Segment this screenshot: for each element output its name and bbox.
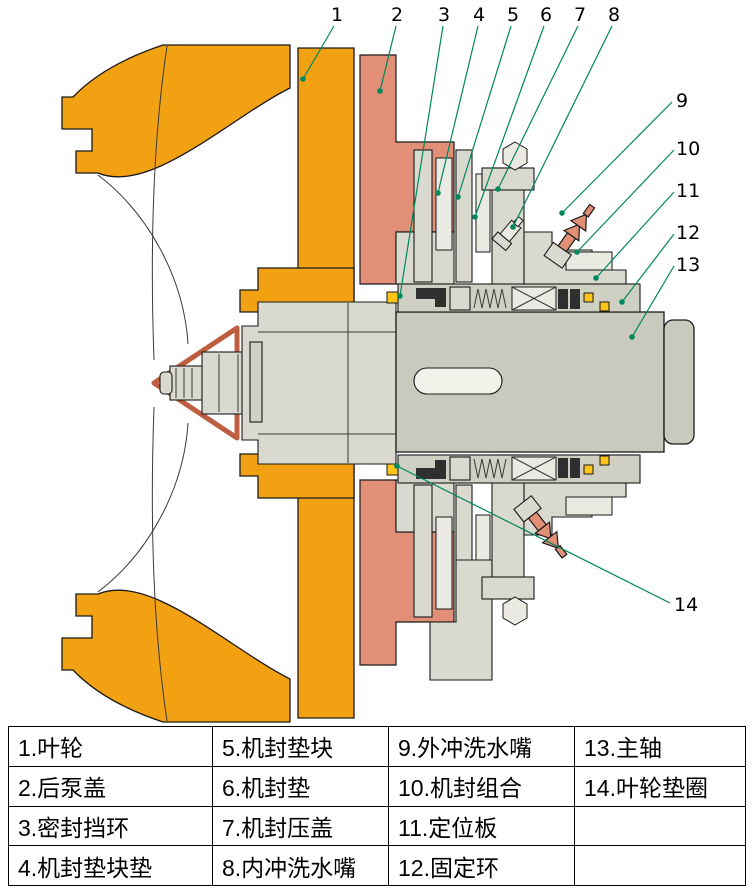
gland-flange-bottom: [481, 576, 535, 600]
seal-seat-top: [449, 286, 471, 311]
parts-legend-table: 1.叶轮 5.机封垫块 9.外冲洗水嘴 13.主轴 2.后泵盖 6.机封垫 10…: [8, 726, 746, 886]
nozzle-barb: [569, 213, 588, 233]
oring-top: [583, 292, 594, 303]
callout-5: 5: [507, 4, 519, 26]
legend-row: 2.后泵盖 6.机封垫 10.机封组合 14.叶轮垫圈: [8, 765, 746, 807]
casing-inner-wall-line: [151, 45, 168, 361]
legend-cell: 2.后泵盖: [8, 765, 213, 807]
callout-8: 8: [608, 4, 620, 26]
seal-retainer-gasket: [386, 291, 399, 304]
main-shaft: [395, 311, 695, 453]
legend-cell: 7.机封压盖: [212, 805, 389, 847]
callout-6: 6: [540, 4, 552, 26]
callout-9: 9: [676, 90, 688, 112]
oring-top: [599, 301, 610, 312]
legend-cell: 8.内冲洗水嘴: [212, 845, 389, 886]
casing-inner-wall-line: [97, 174, 189, 345]
legend-cell: 12.固定环: [388, 845, 575, 886]
shaft-thread-stub: [169, 365, 205, 401]
hatch-line: [511, 456, 557, 481]
callout-numbers: 1 2 3 4 5 6 7 8 9 10 11 12 13 14: [331, 4, 700, 616]
legend-row: 1.叶轮 5.机封垫块 9.外冲洗水嘴 13.主轴: [8, 726, 746, 767]
nozzle-barb: [533, 521, 552, 540]
callout-11: 11: [676, 180, 700, 202]
leader-lines: [300, 25, 675, 604]
nozzle-tip: [582, 203, 596, 218]
gland-flange-top: [481, 167, 535, 191]
seal-pad-gasket-b: [413, 484, 433, 618]
seal-spring-bottom: [473, 458, 507, 479]
impeller-hub-top: [239, 267, 355, 313]
mech-seal-assembly-top: [386, 283, 641, 313]
casing-top-wing: [61, 44, 291, 178]
shaft-tip: [159, 371, 173, 395]
gland-bolt-top: [502, 141, 528, 171]
casing-bottom-wing: [61, 589, 291, 723]
callout-14: 14: [674, 594, 698, 616]
hub-block: [241, 301, 397, 465]
callout-1: 1: [331, 4, 343, 26]
seal-pad-gasket: [413, 149, 433, 283]
pump-casing: [61, 44, 291, 723]
impeller-nose: [151, 325, 255, 441]
seal-ring-top: [416, 288, 446, 307]
shaft-hub: [241, 301, 397, 465]
hatch-line: [511, 286, 557, 311]
nozzle-barb: [541, 530, 560, 550]
lower-flush-nozzle: [513, 494, 568, 559]
positioning-plate-bottom: [565, 496, 613, 516]
legend-cell: 9.外冲洗水嘴: [388, 726, 575, 767]
seal-pad-b: [435, 516, 453, 610]
legend-cell: [574, 845, 746, 886]
gland-bolt-bottom: [502, 596, 528, 626]
legend-cell: 14.叶轮垫圈: [574, 765, 746, 807]
legend-cell: 3.密封挡环: [8, 805, 213, 847]
seal-seat-bottom: [449, 456, 471, 481]
legend-cell: 10.机封组合: [388, 765, 575, 807]
seal-face-top: [570, 289, 580, 309]
legend-row: 4.机封垫块垫 8.内冲洗水嘴 12.固定环: [8, 845, 746, 886]
mech-seal-assembly-bottom: [386, 454, 641, 484]
pump-cross-section-diagram: 1 2 3 4 5 6 7 8 9 10 11 12 13 14: [61, 4, 700, 723]
impeller-washer: [386, 463, 399, 476]
nozzle-tip: [554, 544, 568, 559]
seal-pad: [435, 157, 453, 251]
casing-inner-wall-line: [97, 422, 189, 593]
callout-7: 7: [574, 4, 586, 26]
callout-10: 10: [676, 138, 700, 160]
legend-cell: 4.机封垫块垫: [8, 845, 213, 886]
seal-face-bottom: [558, 458, 568, 478]
legend-row: 3.密封挡环 7.机封压盖 11.定位板: [8, 805, 746, 847]
legend-cell: 11.定位板: [388, 805, 575, 847]
nozzle-barb: [562, 223, 581, 242]
callout-4: 4: [473, 4, 485, 26]
impeller-hub-bottom: [239, 453, 355, 499]
seal-face-bottom: [570, 458, 580, 478]
callout-2: 2: [391, 4, 403, 26]
legend-cell: [574, 805, 746, 847]
shaft-end-cap: [663, 319, 695, 445]
callout-3: 3: [438, 4, 450, 26]
seal-ring-bottom: [416, 460, 446, 479]
oring-bottom: [599, 455, 610, 466]
seal-spring-top: [473, 288, 507, 309]
casing-inner-wall-line: [151, 406, 168, 722]
hub-washer: [249, 341, 263, 423]
seal-gasket: [455, 149, 473, 283]
external-flush-nozzle: [543, 203, 596, 269]
shaft-keyway: [413, 367, 503, 395]
legend-cell: 5.机封垫块: [212, 726, 389, 767]
nozzle-hex: [491, 231, 513, 252]
callout-13: 13: [676, 254, 700, 276]
legend-cell: 1.叶轮: [8, 726, 213, 767]
seal-face-top: [558, 289, 568, 309]
oring-bottom: [583, 464, 594, 475]
callout-12: 12: [676, 222, 700, 244]
legend-cell: 13.主轴: [574, 726, 746, 767]
legend-cell: 6.机封垫: [212, 765, 389, 807]
